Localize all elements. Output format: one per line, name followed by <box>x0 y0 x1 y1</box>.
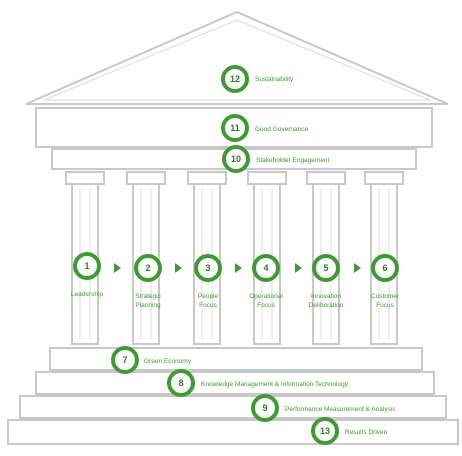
step-2 <box>35 371 435 395</box>
label-step-9: Performance Measurement & Analysis <box>285 406 396 413</box>
arrow-right-icon <box>354 263 361 273</box>
badge-number: 7 <box>122 355 127 365</box>
badge-step-13: 13 <box>311 417 339 445</box>
roof-pediment <box>25 10 449 105</box>
badge-number: 6 <box>382 263 387 273</box>
pillar-label-line: Innovation <box>311 293 341 300</box>
pillar-label-line: Leadership <box>71 291 104 298</box>
label-governance: Good Governance <box>255 126 309 133</box>
pillar-5: 5 Innovation Deliberation <box>309 254 344 309</box>
pillar-label-line: Focus <box>376 302 394 309</box>
badge-number: 9 <box>262 403 267 413</box>
arrow-right-icon <box>235 263 242 273</box>
badge-number: 3 <box>205 263 210 273</box>
pillar-label-line: People <box>198 293 219 300</box>
badge-number: 12 <box>230 74 240 84</box>
badge-number: 11 <box>230 123 240 133</box>
pillar-label-line: Customer <box>371 293 400 300</box>
arrow-right-icon <box>175 263 182 273</box>
badge-stakeholder: 10 <box>222 145 250 173</box>
roof-pediment-inner <box>43 19 431 101</box>
pillar-label-line: Focus <box>199 302 217 309</box>
step-3 <box>19 395 447 419</box>
pillar-label-line: Strategic <box>135 293 161 300</box>
badge-number: 8 <box>178 378 183 388</box>
badge-sustainability: 12 <box>221 65 249 93</box>
arrow-right-icon <box>295 263 302 273</box>
badge-number: 2 <box>145 263 150 273</box>
badge-step-7: 7 <box>111 346 139 374</box>
columns <box>65 171 404 345</box>
step-1 <box>49 347 423 371</box>
label-sustainability: Sustainability <box>255 76 294 83</box>
badge-governance: 11 <box>221 114 249 142</box>
pillar-label-line: Focus <box>257 302 275 309</box>
arrow-right-icon <box>114 263 121 273</box>
step-4 <box>7 419 459 445</box>
pillar-2: 2 Strategic Planning <box>134 254 162 309</box>
pillar-3: 3 People Focus <box>194 254 222 309</box>
badge-step-8: 8 <box>167 369 195 397</box>
pillar-4: 4 Operational Focus <box>249 254 283 309</box>
pillar-label-line: Planning <box>135 302 161 309</box>
badge-number: 13 <box>320 426 330 436</box>
pillar-label-line: Deliberation <box>309 302 344 309</box>
badge-number: 10 <box>231 154 241 164</box>
label-step-8: Knowledge Management & Information Techn… <box>201 381 349 388</box>
badge-number: 1 <box>84 261 89 271</box>
badge-step-9: 9 <box>251 394 279 422</box>
pillar-6: 6 Customer Focus <box>371 254 400 309</box>
badge-number: 4 <box>263 263 268 273</box>
pillar-label-line: Operational <box>249 293 283 300</box>
label-step-7: Green Economy <box>144 358 192 365</box>
pillar-1: 1 Leadership <box>71 252 104 298</box>
label-stakeholder: Stakeholder Engagement <box>256 157 330 164</box>
badge-number: 5 <box>323 263 328 273</box>
label-step-13: Results Driven <box>345 429 388 436</box>
